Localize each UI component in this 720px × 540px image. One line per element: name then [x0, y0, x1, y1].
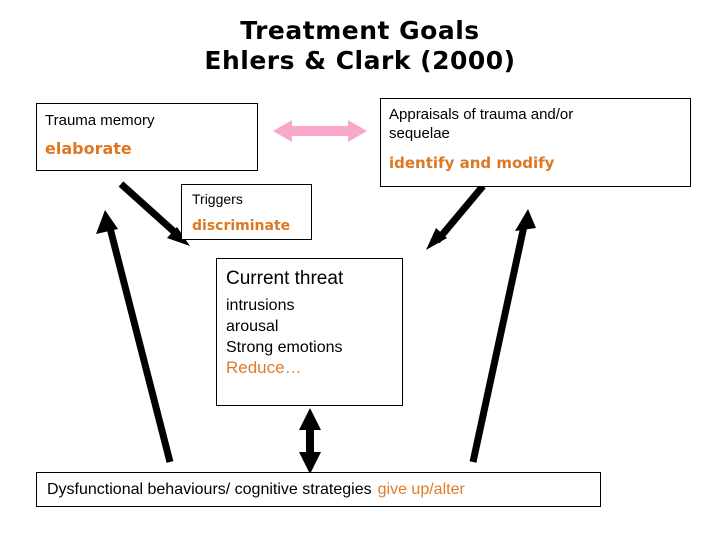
current-threat-item: Strong emotions	[226, 339, 343, 356]
page-title: Treatment Goals Ehlers & Clark (2000)	[0, 16, 720, 76]
appraisals-goal: identify and modify	[389, 154, 555, 172]
arrow-behaviours-to-trauma	[96, 210, 174, 463]
title-line-1: Treatment Goals	[240, 16, 480, 45]
box-current-threat[interactable]: Current threat intrusions arousal Strong…	[216, 258, 403, 406]
trauma-memory-goal: elaborate	[45, 139, 132, 158]
dysfunctional-behaviours-label: Dysfunctional behaviours/ cognitive stra…	[47, 481, 372, 498]
trauma-memory-label: Trauma memory	[45, 112, 155, 129]
triggers-goal: discriminate	[192, 218, 291, 234]
arrow-threat-behaviours-bidirectional	[299, 408, 321, 474]
dysfunctional-behaviours-goal: give up/alter	[377, 480, 465, 498]
current-threat-label: Current threat	[226, 268, 344, 289]
arrow-trauma-to-triggers	[118, 181, 190, 246]
title-line-2: Ehlers & Clark (2000)	[204, 46, 516, 75]
triggers-label: Triggers	[192, 191, 243, 207]
box-trauma-memory[interactable]: Trauma memory elaborate	[36, 103, 258, 171]
current-threat-goal: Reduce…	[226, 358, 302, 377]
current-threat-item: intrusions	[226, 297, 295, 314]
arrow-behaviours-to-appraisals	[469, 209, 536, 463]
box-dysfunctional-behaviours[interactable]: Dysfunctional behaviours/ cognitive stra…	[36, 472, 601, 507]
arrow-trauma-appraisals-bidirectional	[273, 120, 367, 142]
box-triggers[interactable]: Triggers discriminate	[181, 184, 312, 240]
arrow-appraisals-to-threat	[426, 183, 486, 250]
current-threat-item: arousal	[226, 318, 279, 335]
appraisals-label: Appraisals of trauma and/or sequelae	[389, 106, 574, 142]
box-appraisals[interactable]: Appraisals of trauma and/or sequelae ide…	[380, 98, 691, 187]
